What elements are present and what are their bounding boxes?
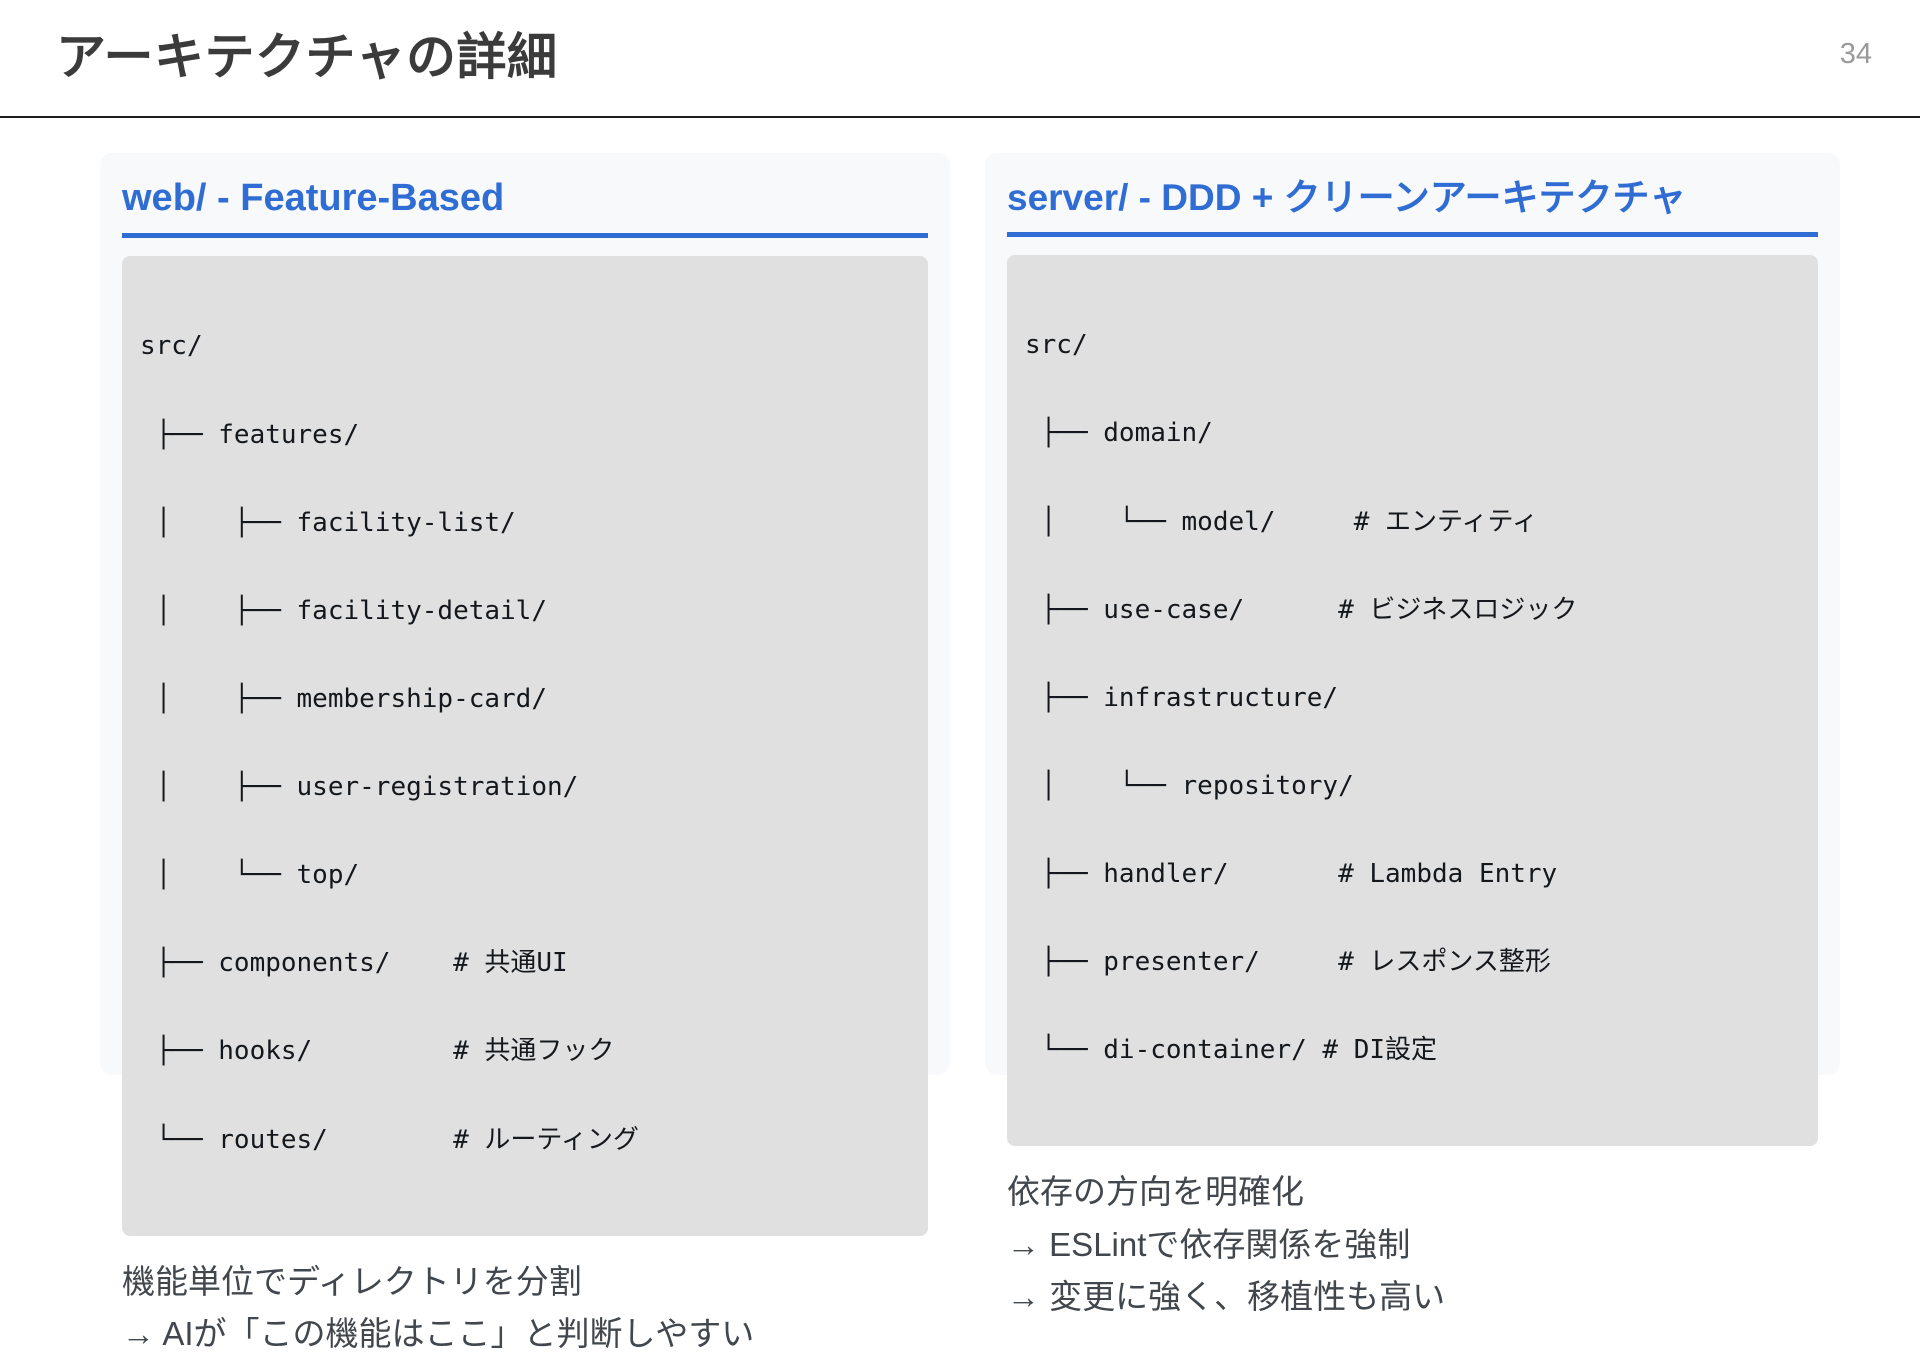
note-line: → ESLintで依存関係を強制 xyxy=(1007,1225,1411,1263)
code-line: │ ├── membership-card/ xyxy=(140,683,547,714)
code-line: ├── hooks/ # 共通フック xyxy=(140,1036,615,1067)
code-line: ├── components/ # 共通UI xyxy=(140,948,568,979)
slide-header: アーキテクチャの詳細 34 xyxy=(0,0,1920,118)
code-line: ├── use-case/ # ビジネスロジック xyxy=(1025,594,1578,625)
code-line: src/ xyxy=(1025,330,1088,361)
card-web: web/ - Feature-Based src/ ├── features/ … xyxy=(100,153,950,1352)
note-line: → 変更に強く、移植性も高い xyxy=(1007,1277,1446,1315)
code-line: │ └── model/ # エンティティ xyxy=(1025,506,1538,537)
notes-server: 依存の方向を明確化 → ESLintで依存関係を強制 → 変更に強く、移植性も高… xyxy=(1007,1166,1818,1322)
card-server: server/ - DDD + クリーンアーキテクチャ src/ ├── dom… xyxy=(985,153,1840,1315)
code-line: src/ xyxy=(140,331,203,362)
notes-web: 機能単位でディレクトリを分割 → AIが「この機能はここ」と判断しやすい xyxy=(122,1256,928,1360)
code-line: │ ├── facility-detail/ xyxy=(140,595,547,626)
note-line: 機能単位でディレクトリを分割 xyxy=(122,1262,582,1300)
code-line: ├── infrastructure/ xyxy=(1025,682,1339,713)
code-line: │ └── top/ xyxy=(140,860,360,891)
card-title-server: server/ - DDD + クリーンアーキテクチャ xyxy=(1007,177,1818,237)
code-line: └── routes/ # ルーティング xyxy=(140,1124,639,1155)
code-line: │ ├── user-registration/ xyxy=(140,772,579,803)
code-line: ├── domain/ xyxy=(1025,418,1213,449)
code-block-server-tree: src/ ├── domain/ │ └── model/ # エンティティ ├… xyxy=(1007,254,1818,1147)
code-line: ├── presenter/ # レスポンス整形 xyxy=(1025,947,1551,978)
page-title: アーキテクチャの詳細 xyxy=(56,29,558,85)
code-line: │ ├── facility-list/ xyxy=(140,507,516,538)
code-block-web-tree: src/ ├── features/ │ ├── facility-list/ … xyxy=(122,255,928,1236)
code-line: ├── handler/ # Lambda Entry xyxy=(1025,859,1558,890)
page-number: 34 xyxy=(1839,38,1872,70)
code-line: ├── features/ xyxy=(140,419,360,450)
note-line: 依存の方向を明確化 xyxy=(1007,1173,1304,1211)
code-line: └── di-container/ # DI設定 xyxy=(1025,1035,1438,1066)
card-container: web/ - Feature-Based src/ ├── features/ … xyxy=(0,153,1920,1352)
code-line: │ └── repository/ xyxy=(1025,770,1354,801)
note-line: → AIが「この機能はここ」と判断しやすい xyxy=(122,1314,755,1352)
card-title-web: web/ - Feature-Based xyxy=(122,177,928,238)
